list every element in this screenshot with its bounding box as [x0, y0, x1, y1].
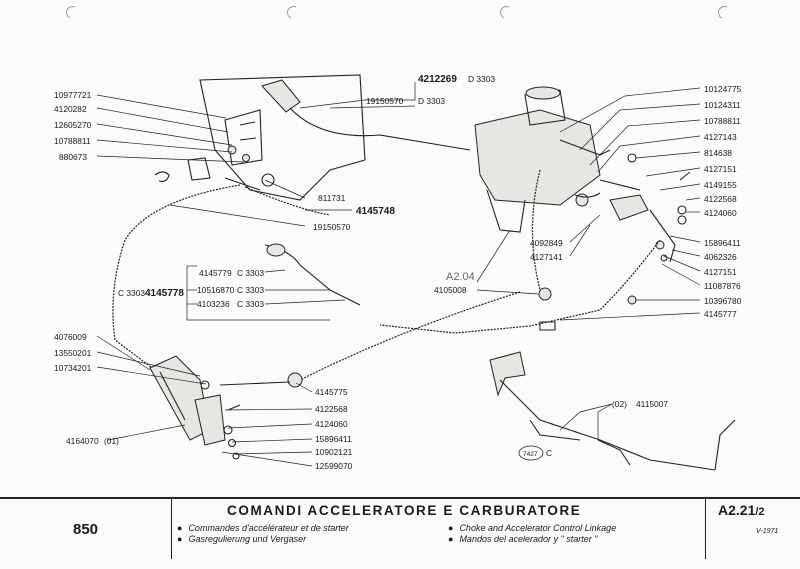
part-number-label: 10124311: [704, 100, 741, 110]
part-number-label: 10516870: [197, 285, 235, 295]
variant-code-label: C 3303: [237, 299, 264, 309]
variant-code-label: D 3303: [418, 96, 445, 106]
subtitle-spanish: ● Mandos del acelerador y " starter ": [448, 534, 597, 544]
page-code-area: A2.21/2 V-1971: [706, 499, 800, 559]
variant-badge-outline: [518, 445, 544, 461]
part-number-label: 4092849: [530, 238, 563, 248]
part-number-label: 4164070: [66, 436, 99, 446]
part-number-label: 10396780: [704, 296, 742, 306]
part-number-label: 4212269: [418, 74, 457, 85]
part-number-label: 4122568: [315, 404, 348, 414]
subtitle-text: Mandos del acelerador y " starter ": [459, 534, 598, 544]
exploded-parts-diagram: 10977721 4120282 12605270 10788811 88067…: [54, 74, 742, 471]
part-number-label: 4122568: [704, 194, 737, 204]
part-number-label: 4145778: [145, 288, 184, 299]
cross-reference-label: A2.04: [446, 271, 475, 283]
part-number-label: 4145779: [199, 268, 232, 278]
cables-drawing: [112, 169, 661, 388]
page-code-main: A2.21: [718, 502, 756, 518]
part-number-label: 4076009: [54, 332, 87, 342]
part-number-label: 4115007: [636, 399, 668, 409]
subtitle-german: ● Gasregulierung und Vergaser: [177, 534, 306, 544]
part-number-label: 4105008: [434, 285, 467, 295]
part-number-label: 4149155: [704, 180, 737, 190]
pedal-left-drawing: [149, 355, 241, 460]
page-title: COMANDI ACCELERATORE E CARBURATORE: [227, 503, 582, 518]
page-code-suffix: /2: [755, 506, 765, 518]
leader-lines: [96, 82, 701, 467]
throttle-lever-drawing: [261, 79, 471, 151]
part-number-label: 12599070: [315, 461, 353, 471]
part-number-label: 4127141: [530, 252, 563, 262]
part-number-label: 4062326: [704, 252, 737, 262]
page-code: A2.21/2: [718, 502, 765, 518]
part-number-label: 4145777: [704, 309, 737, 319]
part-number-label: 10902121: [315, 447, 353, 457]
variant-badge-number: 7427: [523, 451, 538, 458]
part-number-label: 19150570: [366, 96, 404, 106]
choke-linkage-drawing: [609, 153, 691, 305]
firewall-bracket-drawing: [154, 74, 366, 201]
bullet-icon: ●: [177, 523, 183, 533]
part-number-label: 4124060: [704, 208, 737, 218]
part-number-label: 10124775: [704, 84, 742, 94]
part-number-label: 4127151: [704, 267, 737, 277]
part-number-label: 4127143: [704, 132, 737, 142]
bullet-icon: ●: [448, 523, 454, 533]
subtitle-text: Commandes d'accélérateur et de starter: [188, 523, 349, 533]
part-number-label: 880673: [59, 152, 87, 162]
bullet-icon: ●: [177, 534, 183, 544]
part-number-label: 814638: [704, 148, 732, 158]
title-area: COMANDI ACCELERATORE E CARBURATORE ● Comm…: [172, 499, 706, 559]
part-number-label: 15896411: [704, 238, 741, 248]
subtitle-french: ● Commandes d'accélérateur et de starter: [177, 523, 349, 533]
part-number-label: 19150570: [313, 222, 351, 232]
variant-code-label: (02): [612, 399, 627, 409]
part-number-label: 10788811: [704, 116, 741, 126]
variant-code-label: C 3303: [237, 285, 264, 295]
variant-code-label: D 3303: [468, 74, 495, 84]
variant-badge-code: C: [546, 448, 552, 458]
variant-code-label: (01): [104, 436, 119, 446]
model-number: 850: [0, 499, 172, 559]
part-number-label: 11087876: [704, 281, 741, 291]
part-number-label: 811731: [318, 193, 346, 203]
revision-date: V-1971: [756, 528, 779, 535]
part-number-label: 4124060: [315, 419, 348, 429]
subtitle-text: Choke and Accelerator Control Linkage: [459, 523, 617, 533]
part-number-label: 4103236: [197, 299, 230, 309]
part-number-label: 10788811: [54, 136, 91, 146]
part-number-label: 4127151: [704, 164, 737, 174]
subtitle-text: Gasregulierung und Vergaser: [188, 534, 307, 544]
variant-code-label: C 3303: [237, 268, 264, 278]
part-number-label: 4120282: [54, 104, 87, 114]
carburetor-drawing: [474, 86, 641, 233]
title-block: 850 COMANDI ACCELERATORE E CARBURATORE ●…: [0, 497, 800, 569]
part-number-label: 10977721: [54, 90, 92, 100]
part-number-label: 15896411: [315, 434, 352, 444]
part-number-label: 4145775: [315, 387, 348, 397]
part-number-label: 10734201: [54, 363, 92, 373]
variant-code-label: C 3303: [118, 288, 145, 298]
subtitle-english: ● Choke and Accelerator Control Linkage: [448, 523, 616, 533]
part-number-label: 12605270: [54, 120, 92, 130]
bullet-icon: ●: [448, 534, 454, 544]
part-number-label: 13550201: [54, 348, 92, 358]
part-number-label: 4145748: [356, 206, 395, 217]
pedal-right-drawing: [489, 351, 736, 471]
